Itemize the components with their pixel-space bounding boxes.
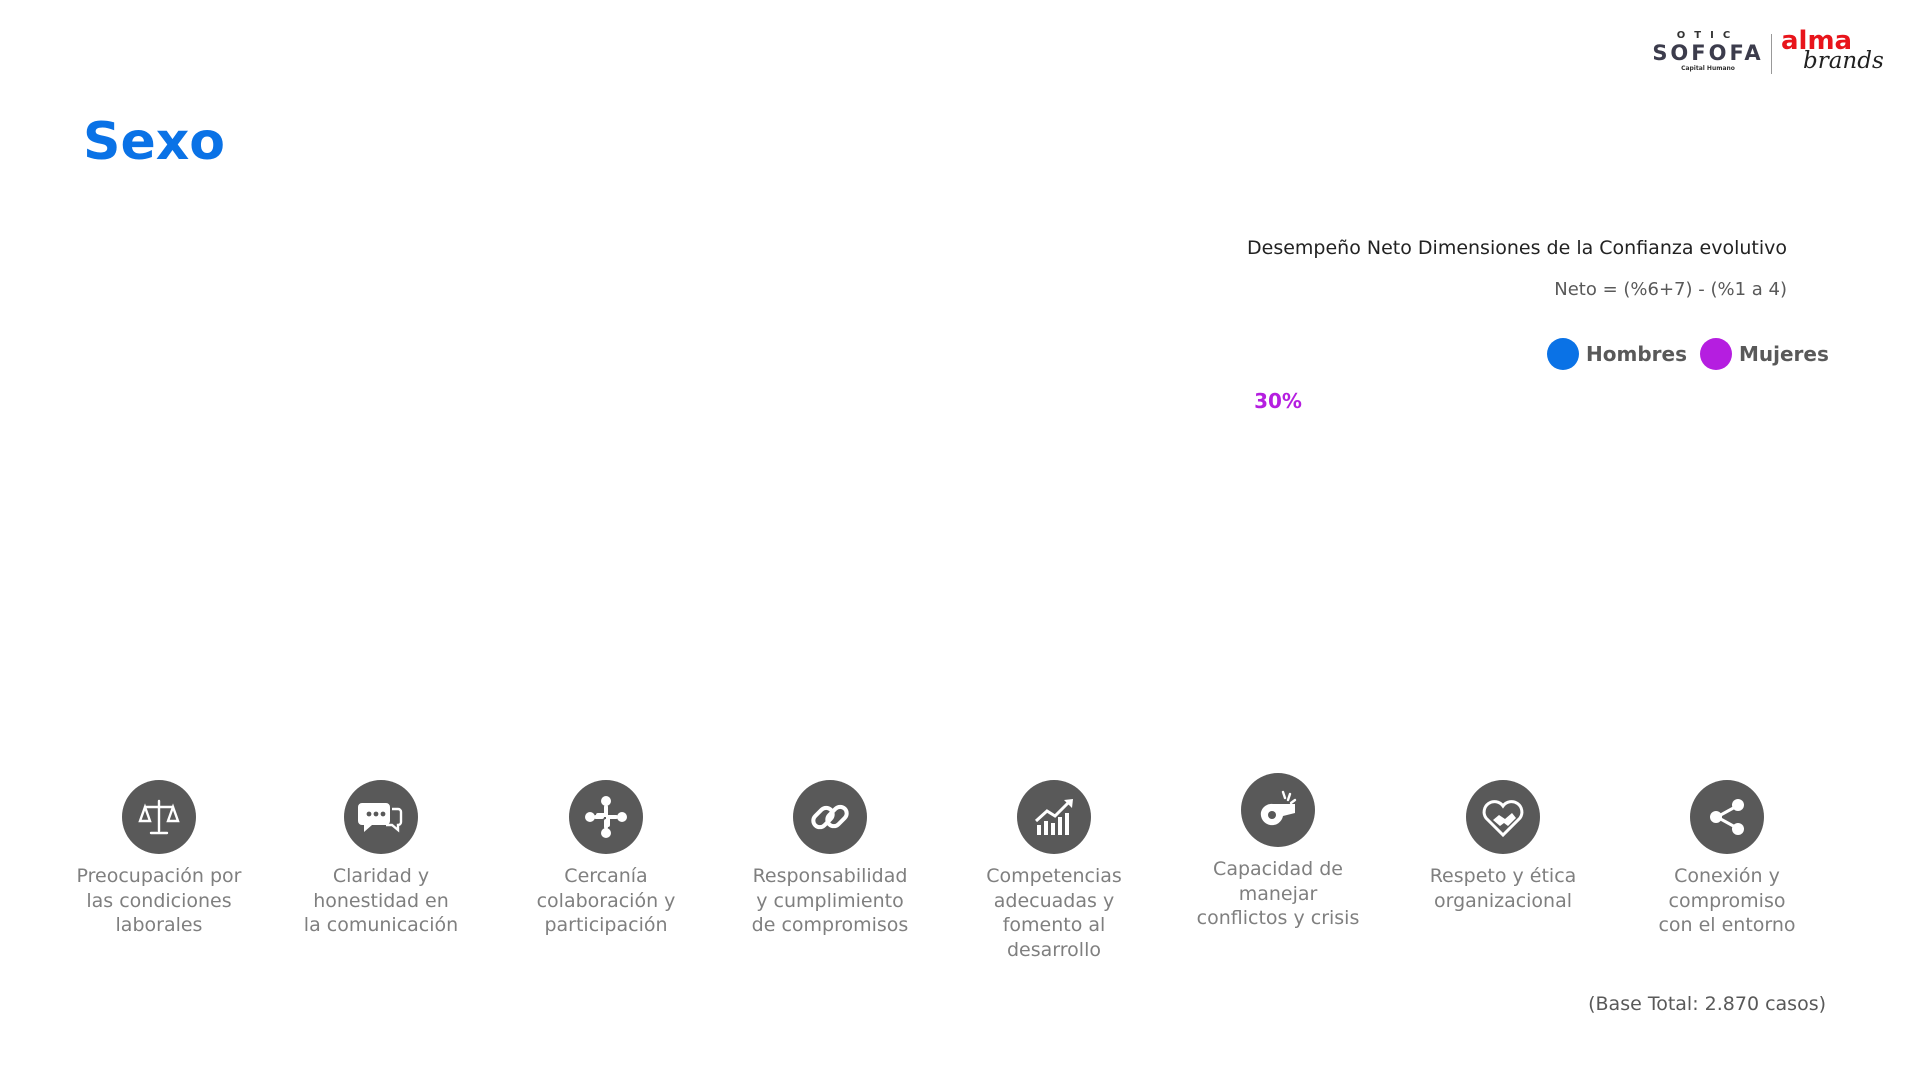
page-title: Sexo	[83, 112, 225, 172]
category-label-line: Competencias	[986, 865, 1122, 887]
category-label-line: adecuadas y	[993, 889, 1115, 912]
category-label-line: compromiso	[1668, 889, 1786, 912]
whistle-icon	[1241, 773, 1315, 847]
legend-swatch-hombres	[1547, 338, 1579, 370]
legend-swatch-mujeres	[1699, 338, 1732, 370]
category-label-line: las condiciones	[86, 889, 232, 912]
brand-logos: OTIC SOFOFA Capital Humano alma brands	[1650, 26, 1900, 80]
category-label-line: con el entorno	[1658, 914, 1796, 936]
category-label-line: Respeto y ética	[1429, 865, 1577, 887]
otic-sofofa-logo: OTIC SOFOFA Capital Humano	[1650, 30, 1766, 73]
base-note: (Base Total: 2.870 casos)	[1588, 993, 1826, 1015]
scales-icon	[122, 780, 196, 854]
growth-chart-icon	[1017, 780, 1091, 854]
category-label-line: laborales	[115, 914, 203, 936]
category-label-line: organizacional	[1433, 889, 1573, 912]
brands-wordmark: brands	[1803, 48, 1884, 74]
category-label-line: fomento al	[1002, 914, 1106, 936]
category-label-line: participación	[544, 914, 668, 936]
alma-wordmark: alma	[1781, 26, 1853, 56]
category-label-line: Cercanía	[564, 865, 648, 887]
category-label-line: desarrollo	[1007, 938, 1101, 961]
category-label-line: Preocupación por	[76, 865, 242, 887]
category-label-line: y cumplimiento	[756, 889, 904, 912]
line-chart: 52%44%42%45%35%38%52%37%44%40%35%35%33%3…	[1254, 390, 1302, 413]
chain-link-icon	[793, 780, 867, 854]
category-label-line: Conexión y	[1674, 865, 1780, 887]
data-label-mujeres: 30%	[1254, 390, 1302, 413]
category-label-line: Capacidad de	[1213, 858, 1343, 880]
category-label-line: manejar	[1238, 882, 1318, 905]
chart-legend: Hombres Mujeres	[1547, 338, 1835, 370]
logo-divider	[1771, 34, 1772, 74]
legend-label-mujeres: Mujeres	[1738, 342, 1829, 366]
otic-text: OTIC	[1676, 30, 1740, 41]
category-label-line: honestidad en	[313, 889, 449, 912]
category-label-line: Responsabilidad	[752, 865, 908, 887]
collaboration-icon	[569, 780, 643, 854]
legend-label-hombres: Hombres	[1586, 342, 1687, 366]
category-label-line: colaboración y	[536, 889, 676, 912]
chart-subtitle: Neto = (%6+7) - (%1 a 4)	[1554, 279, 1787, 300]
category-label-line: Claridad y	[332, 865, 430, 887]
share-network-icon	[1690, 780, 1764, 854]
chart-title: Desempeño Neto Dimensiones de la Confian…	[1247, 237, 1787, 259]
category-label-line: de compromisos	[751, 914, 909, 936]
capital-humano-text: Capital Humano	[1681, 65, 1735, 72]
category-label-line: la comunicación	[303, 914, 459, 936]
handshake-heart-icon	[1466, 780, 1540, 854]
sofofa-wordmark: SOFOFA	[1652, 41, 1764, 65]
category-label-line: conflictos y crisis	[1196, 907, 1360, 929]
speech-bubbles-icon	[344, 780, 418, 854]
